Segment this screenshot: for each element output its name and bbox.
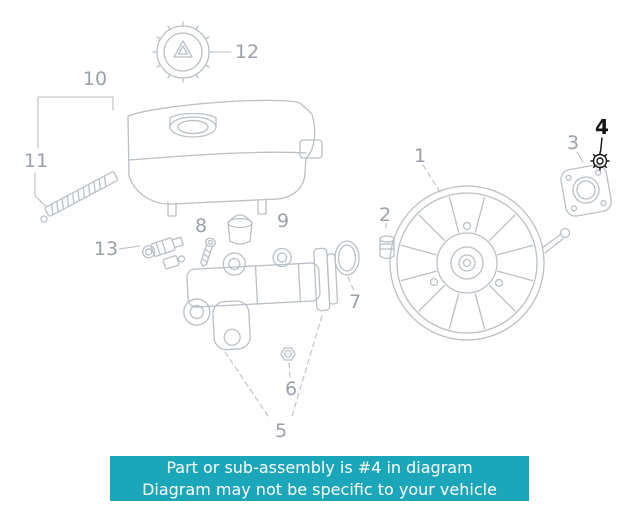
pin-drawing	[40, 171, 118, 223]
callout-13: 13	[93, 238, 119, 260]
leader-lines-dashed	[224, 164, 441, 417]
nut-4-drawing	[590, 137, 610, 171]
grommet-drawing	[379, 235, 395, 260]
caption-banner: Part or sub-assembly is #4 in diagram Di…	[110, 456, 529, 501]
cap-drawing	[227, 214, 253, 245]
callout-2: 2	[378, 204, 392, 226]
booster-spokes	[400, 196, 534, 330]
o-ring-drawing	[334, 240, 360, 276]
gasket-drawing	[560, 164, 612, 217]
callout-1: 1	[413, 145, 427, 167]
reservoir-drawing	[127, 99, 323, 217]
brake-booster-drawing	[389, 185, 571, 341]
callout-8: 8	[194, 215, 208, 237]
master-cylinder-drawing	[183, 247, 339, 351]
callout-6: 6	[284, 378, 298, 400]
sensor-drawing	[142, 236, 186, 270]
nut-6-drawing	[280, 347, 296, 361]
screw-drawing	[200, 237, 217, 267]
callout-3: 3	[566, 132, 580, 154]
callout-12: 12	[234, 41, 260, 63]
caption-line1: Part or sub-assembly is #4 in diagram	[166, 458, 473, 477]
leader-lines-solid	[34, 51, 584, 250]
reservoir-cap-drawing	[152, 21, 214, 83]
caption-line2: Diagram may not be specific to your vehi…	[142, 480, 497, 499]
callout-11: 11	[23, 150, 49, 172]
callout-7: 7	[348, 291, 362, 313]
callout-9: 9	[276, 210, 290, 232]
callout-10: 10	[82, 68, 108, 90]
callout-4: 4	[595, 115, 609, 139]
callout-5: 5	[274, 420, 288, 442]
